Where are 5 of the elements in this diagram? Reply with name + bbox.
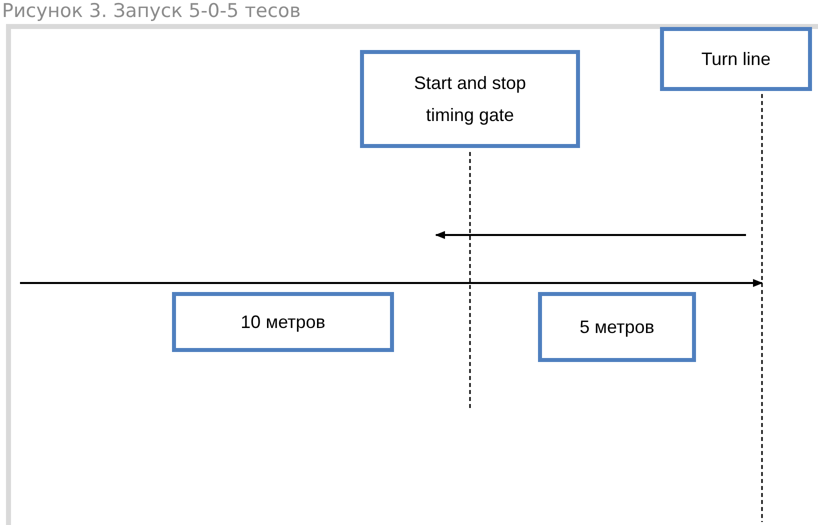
figure-title: Рисунок 3. Запуск 5-0-5 тесов — [2, 0, 301, 22]
label-box: Turn line — [660, 27, 812, 91]
label-box: 10 метров — [172, 292, 394, 352]
label-box: 5 метров — [538, 292, 696, 362]
label-box: Start and stop timing gate — [360, 50, 580, 148]
